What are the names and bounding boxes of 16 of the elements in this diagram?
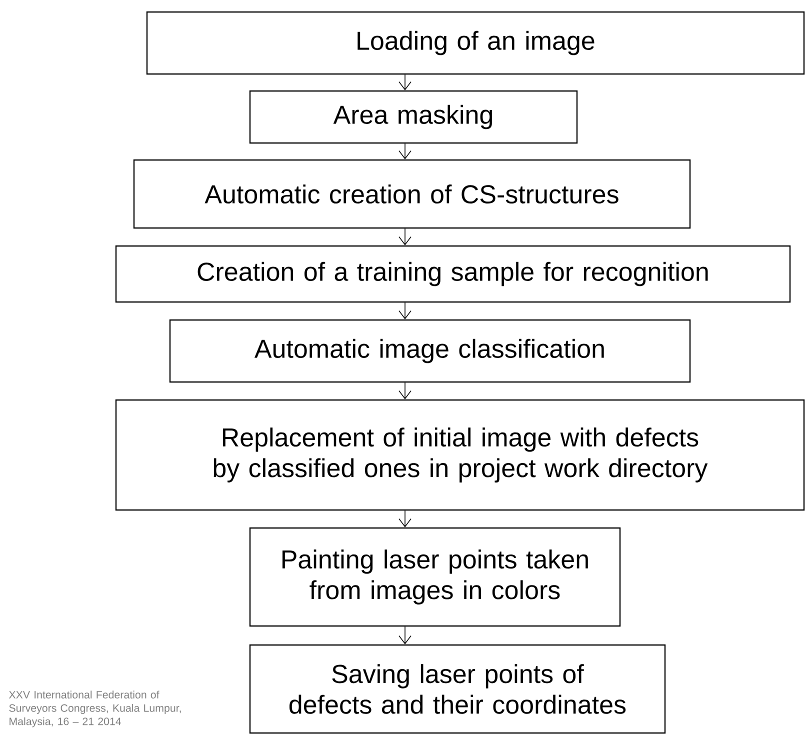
process-box: Automatic creation of CS-structures (133, 159, 691, 229)
arrow (398, 228, 412, 246)
arrow (398, 510, 412, 528)
process-box: Painting laser points taken from images in colors (249, 527, 621, 627)
arrow (398, 143, 412, 160)
arrow (398, 382, 412, 400)
arrow (398, 626, 412, 644)
process-box: Replacement of initial image with defects by classified ones in project work directory (115, 399, 805, 511)
process-box: Automatic image classification (169, 319, 691, 383)
footer-text: XXV International Federation of Surveyors Congress, Kuala Lumpur, Malaysia, 16 – 21 2014 (8, 690, 181, 728)
process-box: Saving laser points of defects and their coordinates (249, 644, 666, 734)
process-box: Creation of a training sample for recognition (115, 245, 791, 303)
arrow (398, 74, 412, 90)
process-box: Loading of an image (146, 11, 805, 75)
process-box: Area masking (249, 90, 578, 144)
arrow (398, 302, 412, 320)
